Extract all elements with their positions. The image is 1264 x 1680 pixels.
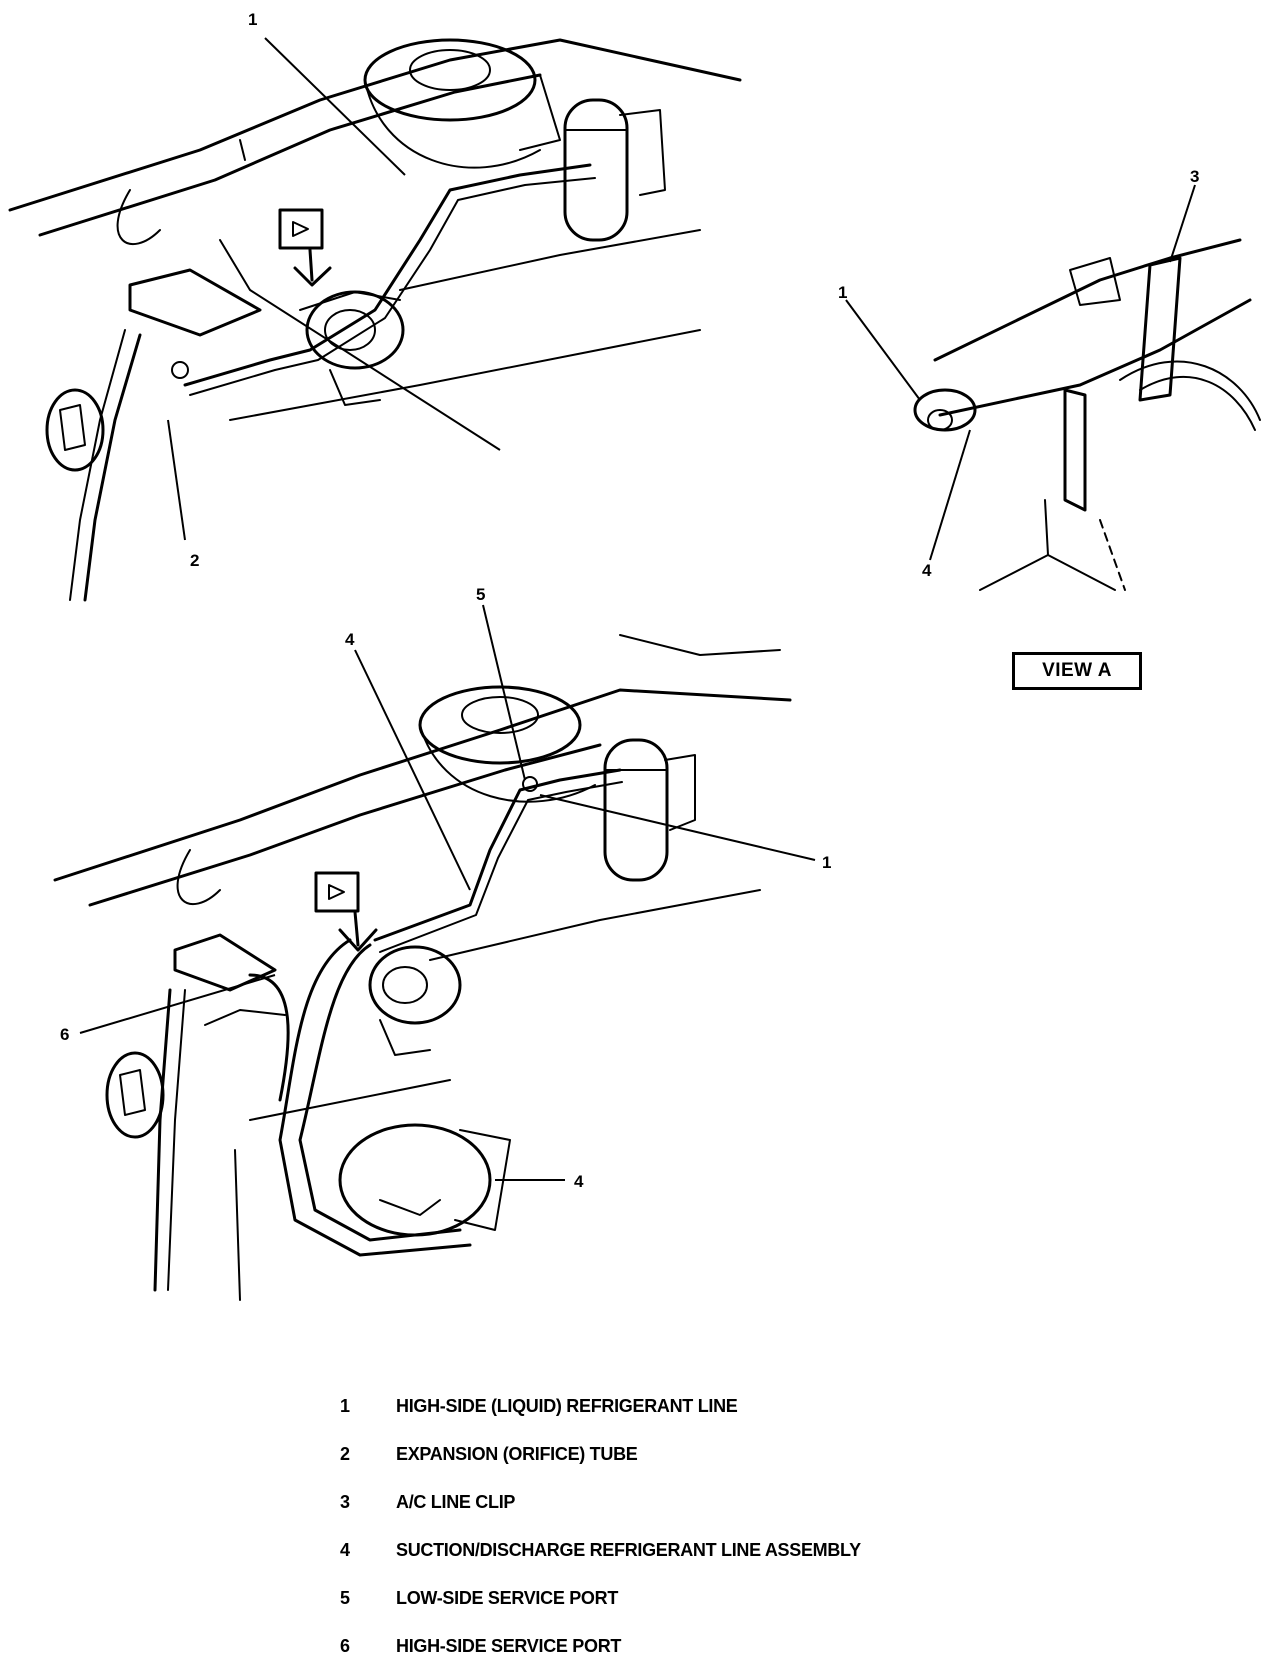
bottom-callout-5: 5 [476, 585, 485, 604]
view-a-label: VIEW A [1012, 652, 1142, 690]
legend-description: SUCTION/DISCHARGE REFRIGERANT LINE ASSEM… [396, 1540, 861, 1560]
legend-item: 6 HIGH-SIDE SERVICE PORT [340, 1632, 1100, 1661]
bottom-callout-1: 1 [822, 853, 831, 872]
top-callout-2: 2 [190, 551, 199, 570]
legend-description: HIGH-SIDE (LIQUID) REFRIGERANT LINE [396, 1396, 738, 1416]
legend-number: 5 [340, 1588, 350, 1608]
legend-description: A/C LINE CLIP [396, 1492, 516, 1512]
view-a-callout-3: 3 [1190, 167, 1199, 186]
legend-number: 4 [340, 1540, 350, 1560]
legend-item: 5 LOW-SIDE SERVICE PORT [340, 1584, 1100, 1613]
view-a-callout-4: 4 [922, 561, 932, 580]
bottom-callout-4-top: 4 [345, 630, 355, 649]
legend-description: LOW-SIDE SERVICE PORT [396, 1588, 619, 1608]
legend-number: 1 [340, 1396, 350, 1416]
legend-description: HIGH-SIDE SERVICE PORT [396, 1636, 622, 1656]
bottom-callout-6: 6 [60, 1025, 69, 1044]
legend-number: 6 [340, 1636, 350, 1656]
legend-description: EXPANSION (ORIFICE) TUBE [396, 1444, 638, 1464]
bottom-callout-4-right: 4 [574, 1172, 584, 1191]
legend-item: 4 SUCTION/DISCHARGE REFRIGERANT LINE ASS… [340, 1536, 1100, 1565]
legend-item: 1 HIGH-SIDE (LIQUID) REFRIGERANT LINE [340, 1392, 1100, 1421]
parts-legend: 1 HIGH-SIDE (LIQUID) REFRIGERANT LINE 2 … [340, 1392, 1100, 1680]
legend-item: 3 A/C LINE CLIP [340, 1488, 1100, 1517]
bottom-engine-bay-illustration: 4 5 1 6 4 [53, 585, 831, 1301]
top-callout-1: 1 [248, 10, 257, 29]
view-a-callout-1: 1 [838, 283, 847, 302]
view-a-detail-illustration: 1 3 4 [838, 167, 1261, 591]
legend-number: 2 [340, 1444, 350, 1464]
legend-item: 2 EXPANSION (ORIFICE) TUBE [340, 1440, 1100, 1469]
top-engine-bay-illustration: 1 2 [8, 10, 742, 602]
legend-number: 3 [340, 1492, 350, 1512]
